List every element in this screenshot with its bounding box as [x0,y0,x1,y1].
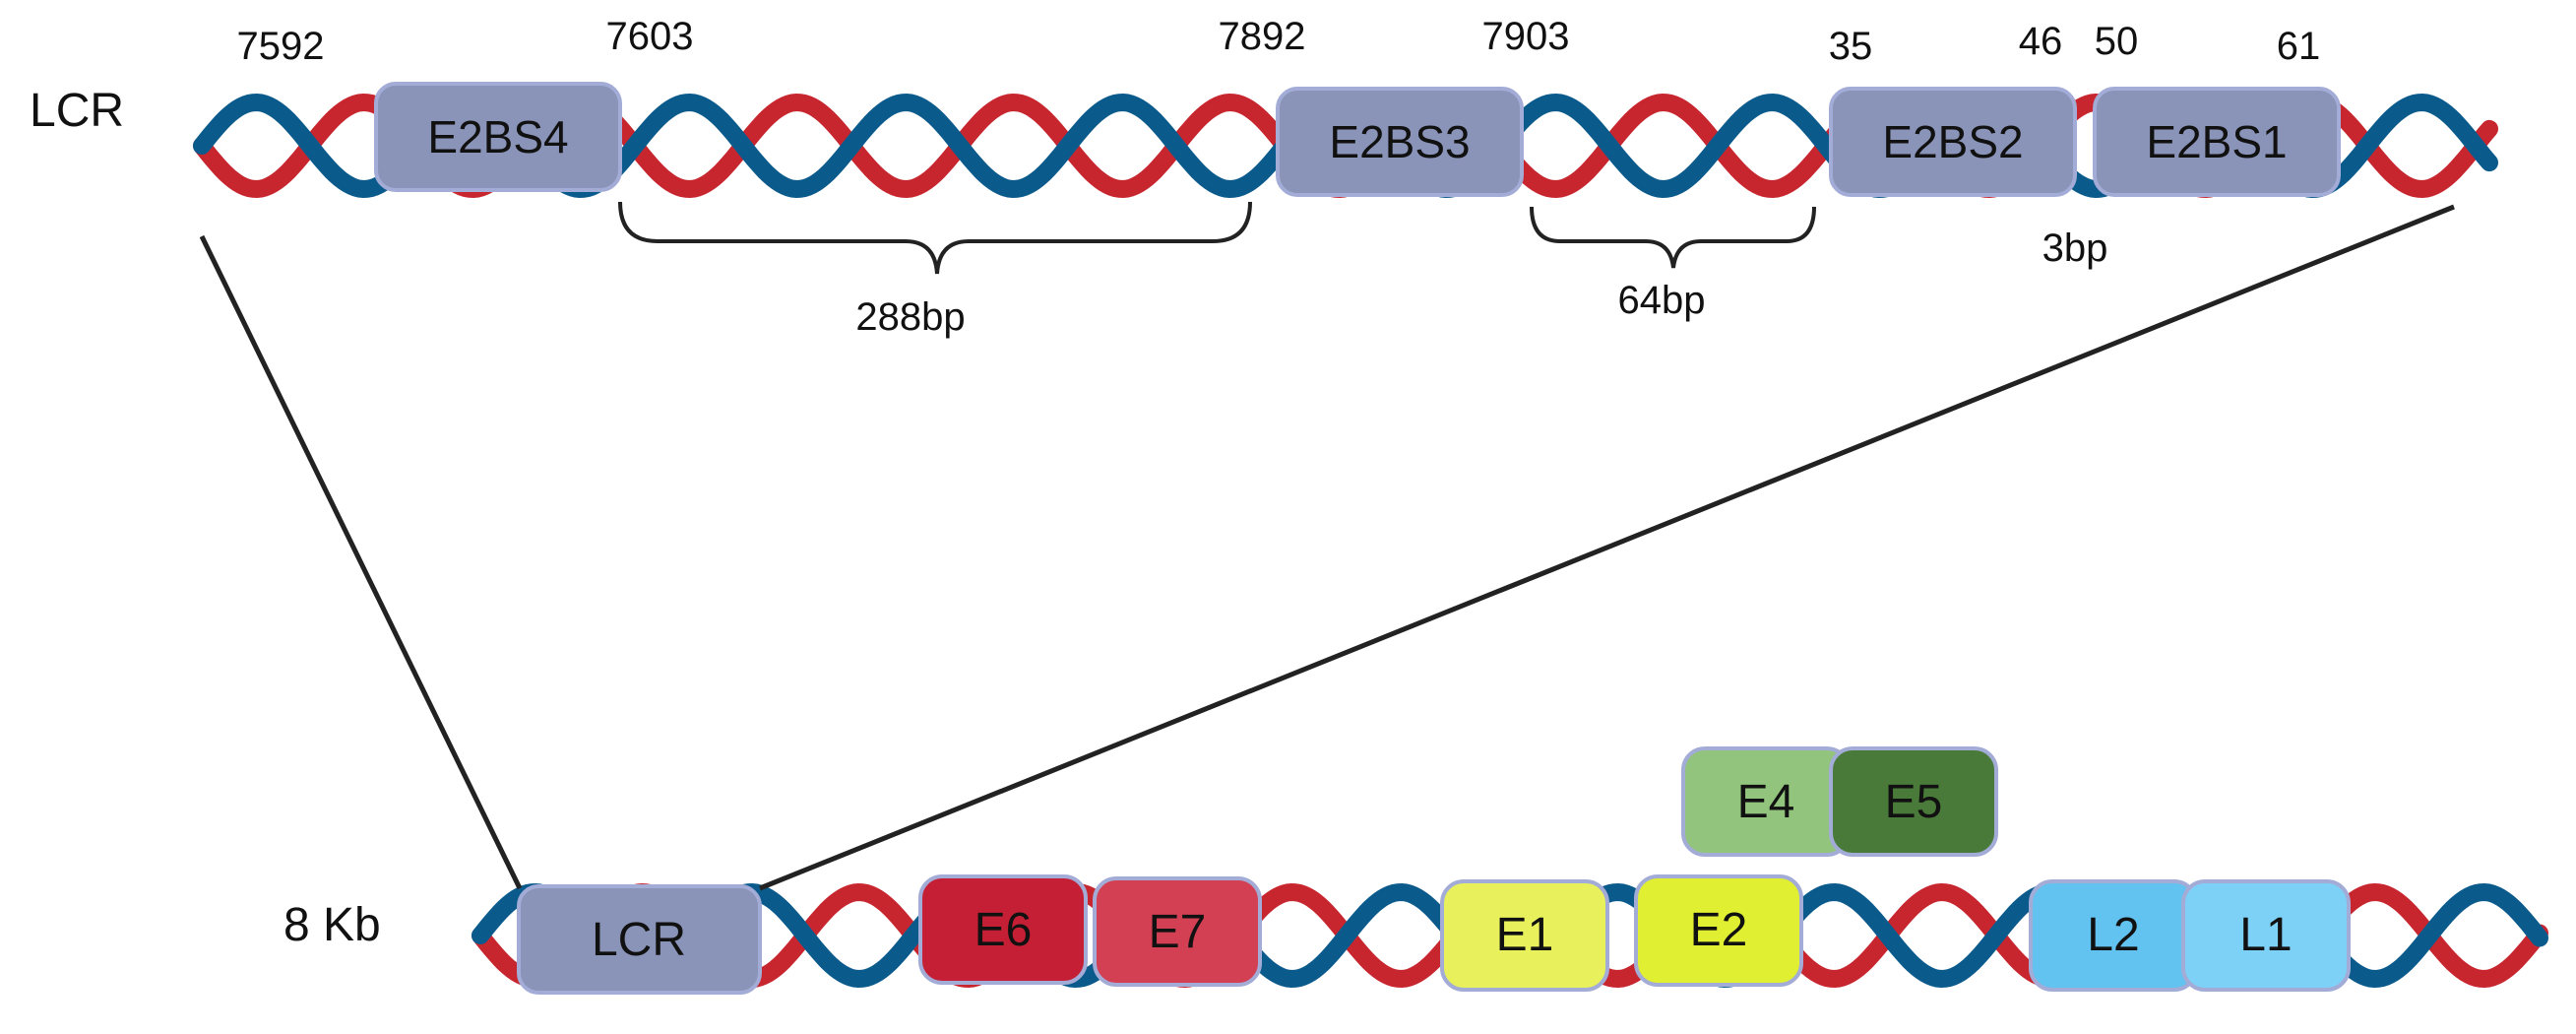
gene-l2: L2 [2029,879,2198,992]
gene-box [1440,879,1609,992]
gene-boxes: LCR E6 E7 E1 E2 E4 E5 L2 [517,746,2351,995]
binding-site-box [1276,87,1524,197]
zoom-line-right [759,204,2455,891]
gene-e7: E7 [1093,876,1262,987]
binding-site-label: E2BS3 [1329,116,1470,167]
gene-box [2181,879,2351,992]
binding-site-e2bs1: E2BS1 [2093,87,2341,197]
gene-label: E6 [974,904,1033,956]
gene-label: E4 [1737,776,1795,828]
binding-site-box [374,82,622,192]
gene-box [517,884,762,995]
distance-label-3bp: 3bp [2042,226,2108,270]
gene-lcr: LCR [517,884,762,995]
gene-label: L1 [2239,909,2292,961]
gene-box [1093,876,1262,987]
gene-e2: E2 [1634,874,1803,987]
gene-box [918,874,1088,985]
gene-e1: E1 [1440,879,1609,992]
position-label: 35 [1829,25,1873,68]
position-label: 50 [2095,20,2139,63]
gene-box [1829,746,1998,857]
position-label: 7903 [1482,15,1570,58]
distance-label-64bp: 64bp [1618,279,1706,322]
binding-site-box [1829,87,2077,197]
position-label: 46 [2019,20,2063,63]
binding-site-label: E2BS4 [427,111,568,162]
genome-row-label: 8 Kb [283,899,381,951]
gene-label: E5 [1885,776,1943,828]
gene-label: LCR [592,914,686,966]
binding-site-box [2093,87,2341,197]
binding-site-label: E2BS2 [1882,116,2023,167]
binding-site-e2bs4: E2BS4 [374,82,622,192]
position-label: 7603 [606,15,694,58]
position-label: 7592 [237,25,325,68]
distance-label-288bp: 288bp [855,295,965,339]
binding-site-e2bs2: E2BS2 [1829,87,2077,197]
brace-64bp [1530,206,1816,269]
binding-site-label: E2BS1 [2146,116,2287,167]
gene-l1: L1 [2181,879,2351,992]
gene-label: E7 [1149,906,1207,958]
gene-box [1634,874,1803,987]
gene-label: E2 [1690,904,1748,956]
lcr-row-label: LCR [30,85,124,137]
binding-site-e2bs3: E2BS3 [1276,87,1524,197]
gene-label: E1 [1496,909,1554,961]
binding-site-boxes: E2BS4 E2BS3 E2BS2 E2BS1 [374,82,2341,197]
gene-e6: E6 [918,874,1088,985]
position-label: 7892 [1219,15,1306,58]
gene-e4: E4 [1681,746,1851,857]
zoom-line-left [199,234,523,890]
brace-288bp [618,201,1252,275]
gene-e5: E5 [1829,746,1998,857]
gene-label: L2 [2087,909,2139,961]
position-label: 61 [2277,25,2321,68]
distance-labels: 288bp 64bp 3bp [855,226,2107,339]
position-labels: 7592 7603 7892 7903 35 46 50 61 [237,15,2321,68]
